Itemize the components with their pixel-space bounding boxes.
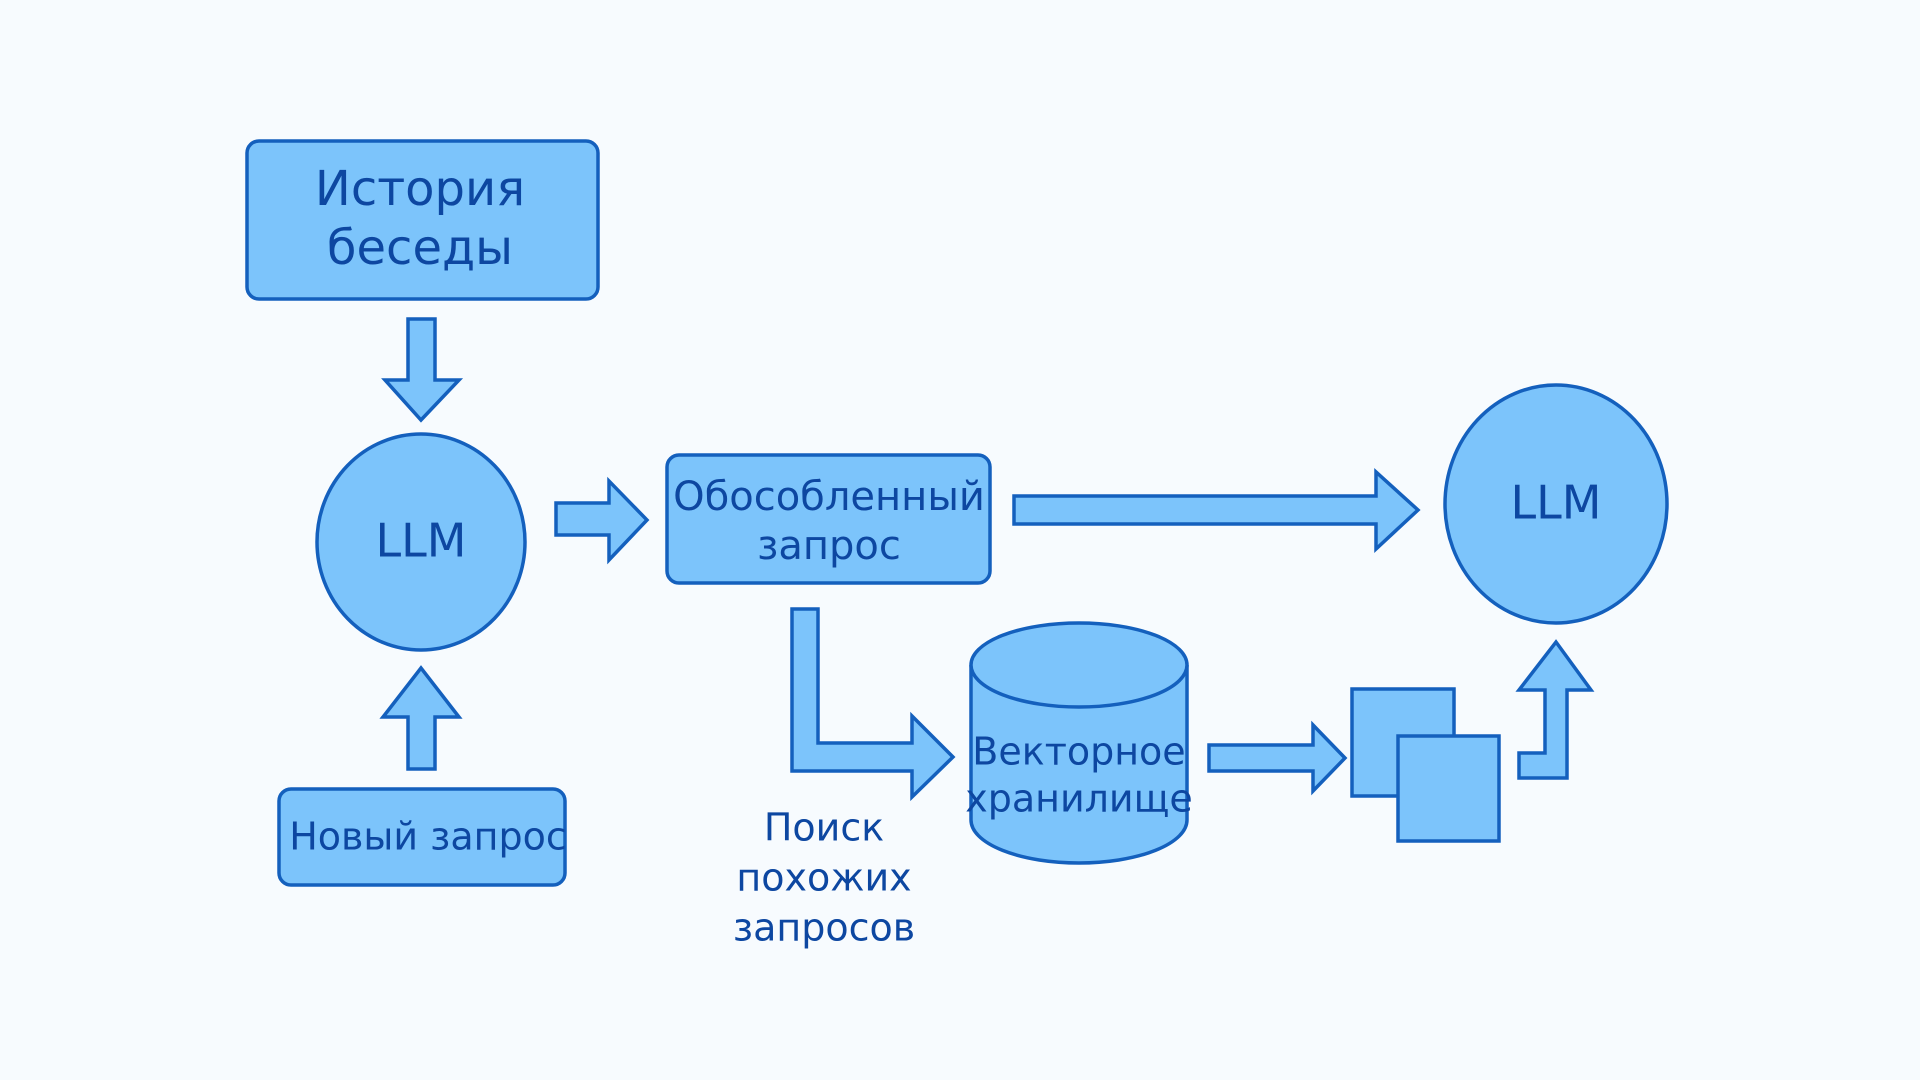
llm-rewrite-label: LLM xyxy=(376,514,467,568)
search-label-line2: похожих xyxy=(736,856,911,900)
arrow-newquery-to-llm xyxy=(379,665,463,771)
arrow-vector-store-to-documents xyxy=(1207,720,1348,796)
vector-store-label-line2: хранилище xyxy=(965,777,1193,821)
arrow-standalone-to-vector-store xyxy=(790,607,956,802)
search-label-line1: Поиск xyxy=(764,806,884,850)
standalone-query-label-line2: запрос xyxy=(757,523,901,569)
cylinder-body xyxy=(969,665,1189,865)
document-square-front xyxy=(1396,734,1501,843)
node-standalone-query: Обособленный запрос xyxy=(665,453,992,585)
vector-store-label-line1: Векторное xyxy=(972,730,1185,774)
search-similar-label: Поиск похожих запросов xyxy=(733,806,915,950)
node-llm-rewrite: LLM xyxy=(315,432,527,652)
history-box xyxy=(245,139,600,301)
arrow-documents-to-llm-answer xyxy=(1515,639,1595,780)
new-query-box xyxy=(277,787,567,887)
llm-answer-label: LLM xyxy=(1511,476,1602,530)
new-query-label: Новый запрос xyxy=(289,815,567,859)
standalone-query-label-line1: Обособленный xyxy=(673,474,985,520)
cylinder-top xyxy=(969,621,1189,709)
llm-rewrite-circle xyxy=(315,432,527,652)
standalone-query-box xyxy=(665,453,992,585)
arrow-history-to-llm xyxy=(381,317,464,423)
search-label-line3: запросов xyxy=(733,906,915,950)
node-new-query: Новый запрос xyxy=(277,787,567,887)
arrow-llm-to-standalone xyxy=(554,476,650,565)
node-history: История беседы xyxy=(245,139,600,301)
node-documents xyxy=(1350,687,1501,843)
node-vector-store: Векторное хранилище xyxy=(965,621,1193,865)
arrow-standalone-to-llm-answer xyxy=(1012,468,1421,554)
node-llm-answer: LLM xyxy=(1443,383,1669,625)
history-label-line2: беседы xyxy=(327,220,513,276)
history-label-line1: История xyxy=(315,161,525,217)
llm-answer-circle xyxy=(1443,383,1669,625)
